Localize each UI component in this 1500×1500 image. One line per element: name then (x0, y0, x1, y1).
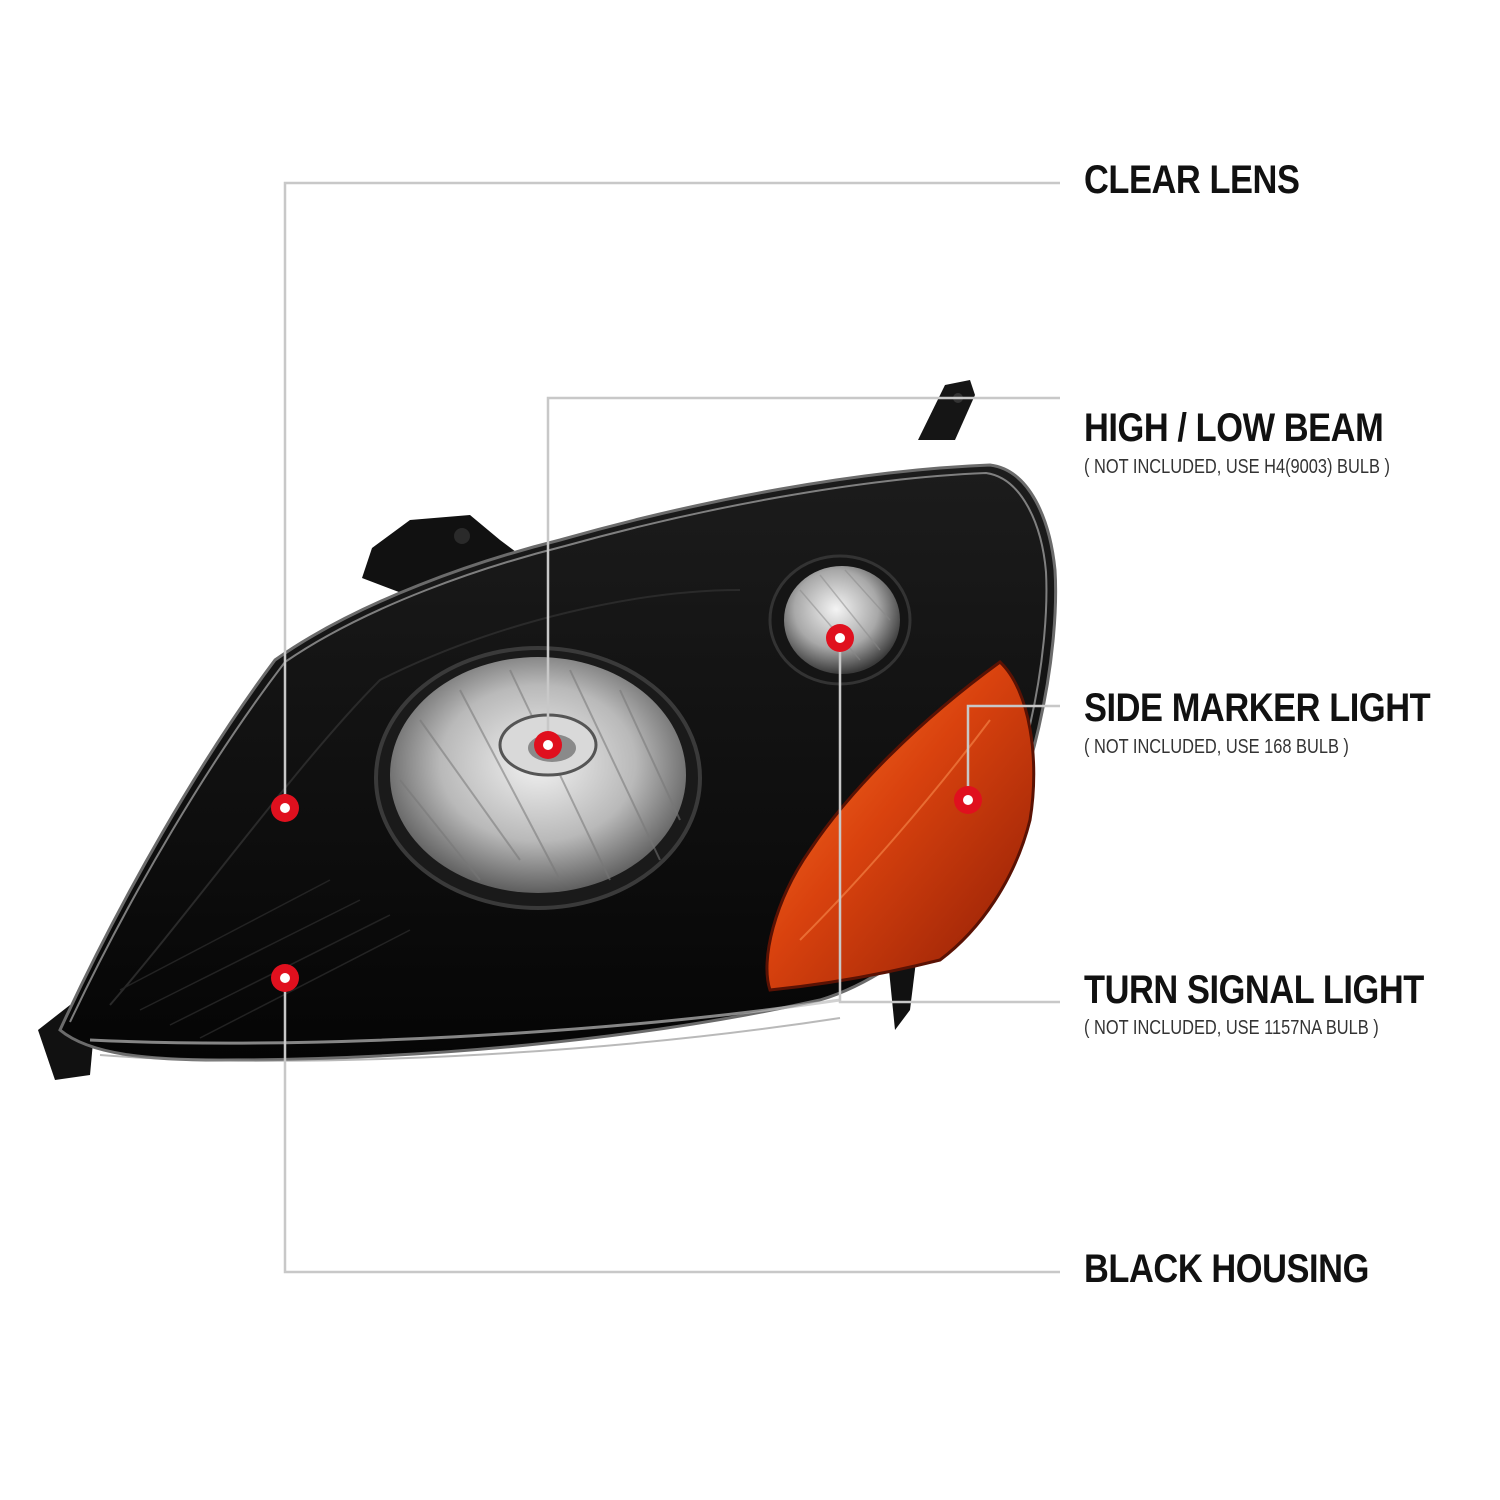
high-low-beam-reflector (374, 646, 702, 910)
callout-title-side-marker: SIDE MARKER LIGHT (1084, 686, 1431, 730)
leader-turn-signal (838, 638, 1060, 1004)
callout-dot-clear-lens (271, 794, 299, 822)
callout-note-side-marker: ( NOT INCLUDED, USE 168 BULB ) (1084, 736, 1349, 758)
leader-black-housing (283, 978, 1060, 1274)
mounting-tab-right (918, 380, 975, 440)
callout-dots (271, 624, 982, 992)
callout-dot-side-marker (954, 786, 982, 814)
callout-title-high-low-beam: HIGH / LOW BEAM (1084, 406, 1384, 450)
side-marker-reflector (768, 554, 912, 686)
callout-title-clear-lens: CLEAR LENS (1084, 158, 1300, 202)
callout-dot-black-housing (271, 964, 299, 992)
leader-side-marker (966, 704, 1060, 800)
clear-lens-rim (69, 471, 1048, 1023)
leader-lines (283, 181, 1060, 1274)
leader-clear-lens (283, 181, 1060, 808)
leader-high-low-beam (546, 396, 1060, 745)
callout-dot-high-low-beam (534, 731, 562, 759)
callout-note-turn-signal: ( NOT INCLUDED, USE 1157NA BULB ) (1084, 1017, 1379, 1039)
callout-dot-turn-signal (826, 624, 854, 652)
callout-title-black-housing: BLACK HOUSING (1084, 1247, 1369, 1291)
callout-note-high-low-beam: ( NOT INCLUDED, USE H4(9003) BULB ) (1084, 456, 1390, 478)
callout-title-turn-signal: TURN SIGNAL LIGHT (1084, 968, 1424, 1012)
